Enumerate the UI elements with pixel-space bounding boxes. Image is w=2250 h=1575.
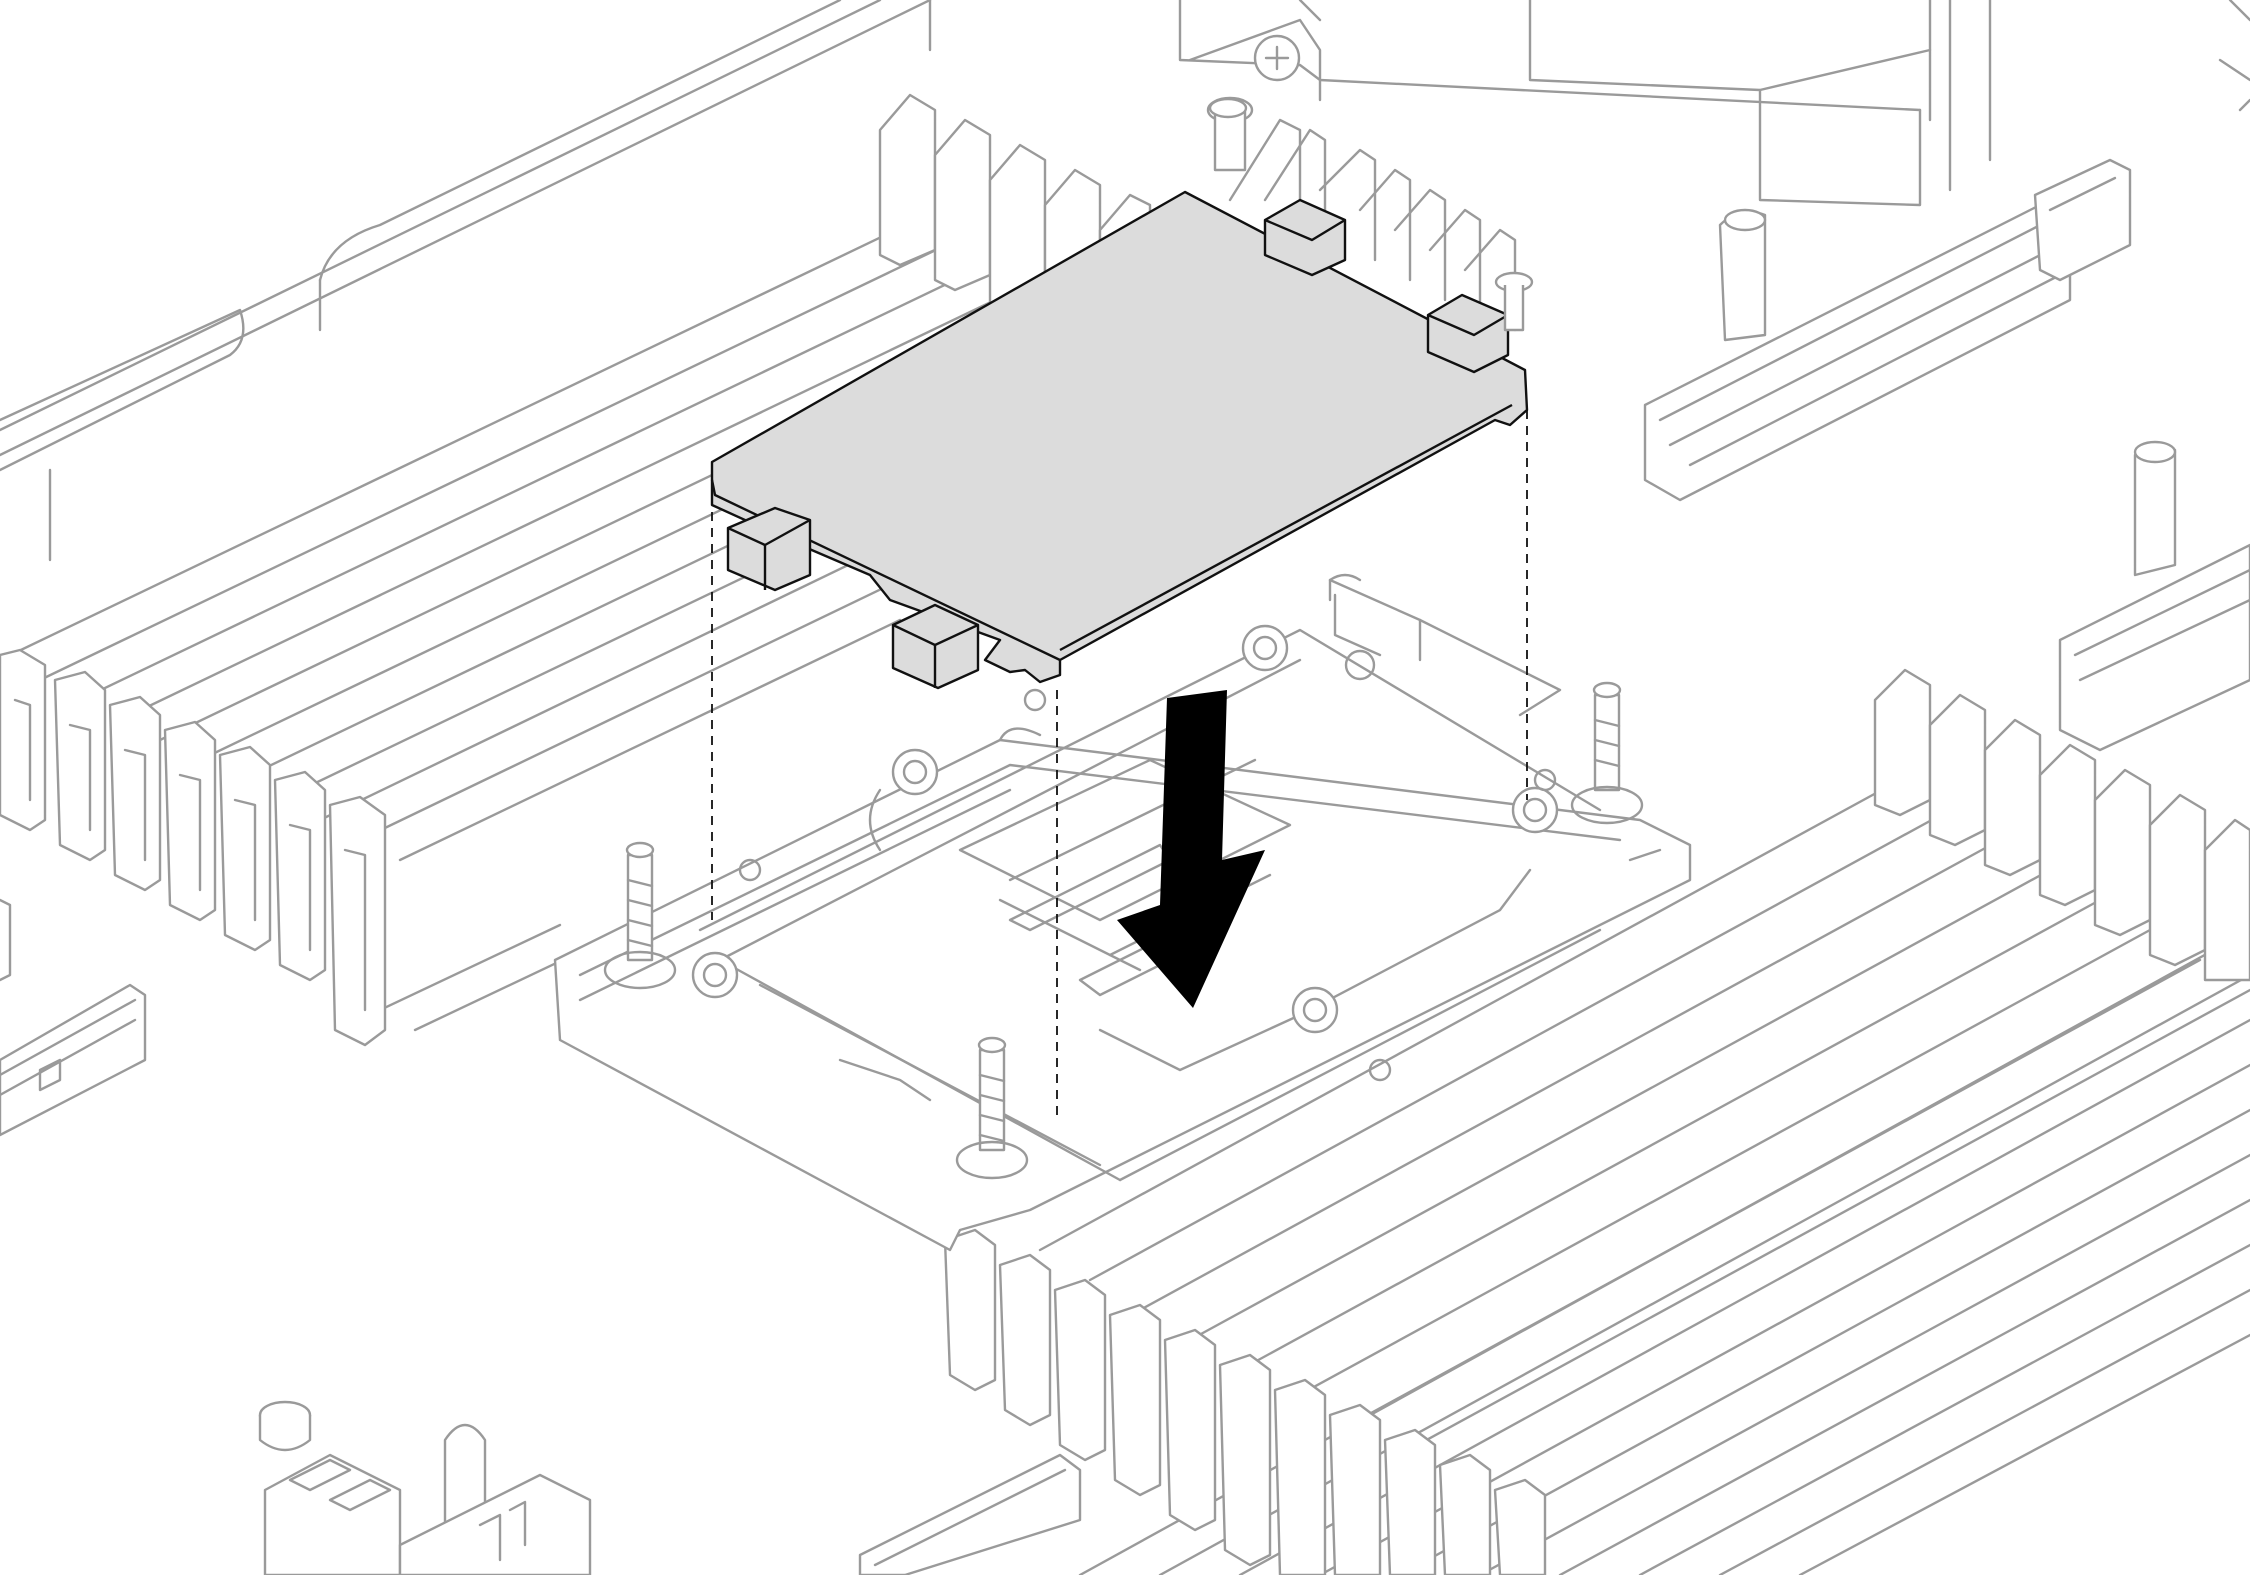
down-arrow-icon (1117, 690, 1265, 1008)
board-outline (0, 0, 2250, 562)
dimm-latches-right-back (1873, 668, 2250, 982)
connector-right-top (1643, 158, 2132, 502)
connector-right-middle (2058, 440, 2250, 752)
components-bottom-left (258, 1400, 1082, 1575)
dimm-slots-right (1038, 778, 2250, 1575)
cpu-socket-frame (553, 573, 1692, 1252)
dimm-latches-right-front (943, 1228, 1547, 1575)
heatsink-fins (1188, 18, 1517, 332)
processor-carrier (710, 97, 1534, 690)
alignment-guides (711, 410, 1528, 1115)
dimm-latches-left-front (0, 648, 387, 1047)
threaded-posts (603, 681, 1644, 1180)
connector-left-small (0, 898, 147, 1137)
socket-screws (691, 624, 1559, 1034)
